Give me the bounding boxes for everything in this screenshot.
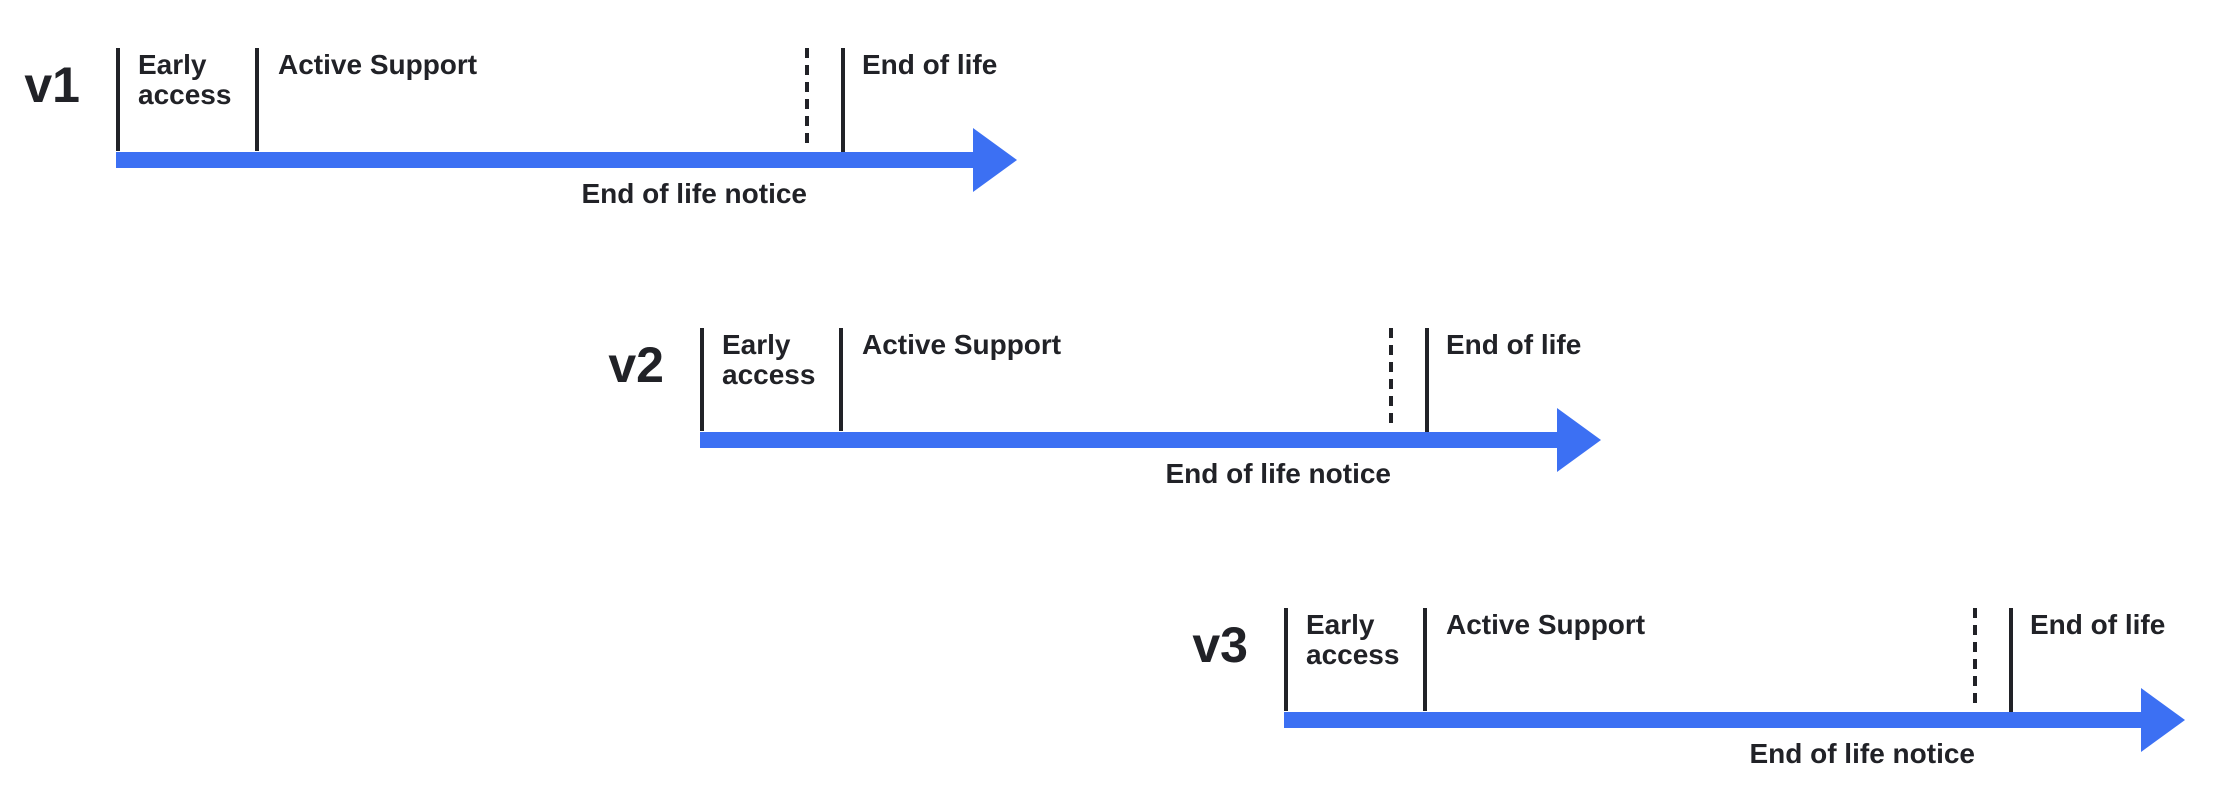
end-of-life-label: End of life (1446, 329, 1582, 360)
active-support-start-tick (1423, 608, 1427, 711)
arrowhead-icon (2141, 688, 2185, 752)
eol-notice-label: End of life notice (1165, 458, 1391, 489)
timeline-v1: v1 Early access Active Support End of li… (24, 48, 1068, 218)
version-label: v2 (608, 337, 664, 393)
timeline-v2: v2 Early access Active Support End of li… (608, 328, 1652, 498)
early-access-label: Early access (1306, 609, 1400, 670)
end-of-life-label: End of life (862, 49, 998, 80)
timeline-arrow-bar (1284, 712, 2143, 728)
active-support-label: Active Support (1446, 609, 1646, 640)
early-access-start-tick (116, 48, 120, 151)
early-access-label: Early access (722, 329, 816, 390)
early-access-start-tick (700, 328, 704, 431)
end-of-life-tick (2009, 608, 2013, 713)
active-support-label: Active Support (278, 49, 478, 80)
eol-notice-dashed-tick (1973, 608, 1977, 709)
active-support-start-tick (255, 48, 259, 151)
arrowhead-icon (1557, 408, 1601, 472)
timeline-arrow-bar (700, 432, 1559, 448)
active-support-label: Active Support (862, 329, 1062, 360)
arrowhead-icon (973, 128, 1017, 192)
end-of-life-tick (841, 48, 845, 153)
version-label: v1 (24, 57, 80, 113)
eol-notice-dashed-tick (805, 48, 809, 149)
end-of-life-tick (1425, 328, 1429, 433)
timeline-v3: v3 Early access Active Support End of li… (1192, 608, 2228, 778)
early-access-start-tick (1284, 608, 1288, 711)
version-label: v3 (1192, 617, 1248, 673)
timeline-arrow-bar (116, 152, 975, 168)
end-of-life-label: End of life (2030, 609, 2166, 640)
early-access-label: Early access (138, 49, 232, 110)
eol-notice-label: End of life notice (581, 178, 807, 209)
active-support-start-tick (839, 328, 843, 431)
eol-notice-dashed-tick (1389, 328, 1393, 429)
eol-notice-label: End of life notice (1749, 738, 1975, 769)
